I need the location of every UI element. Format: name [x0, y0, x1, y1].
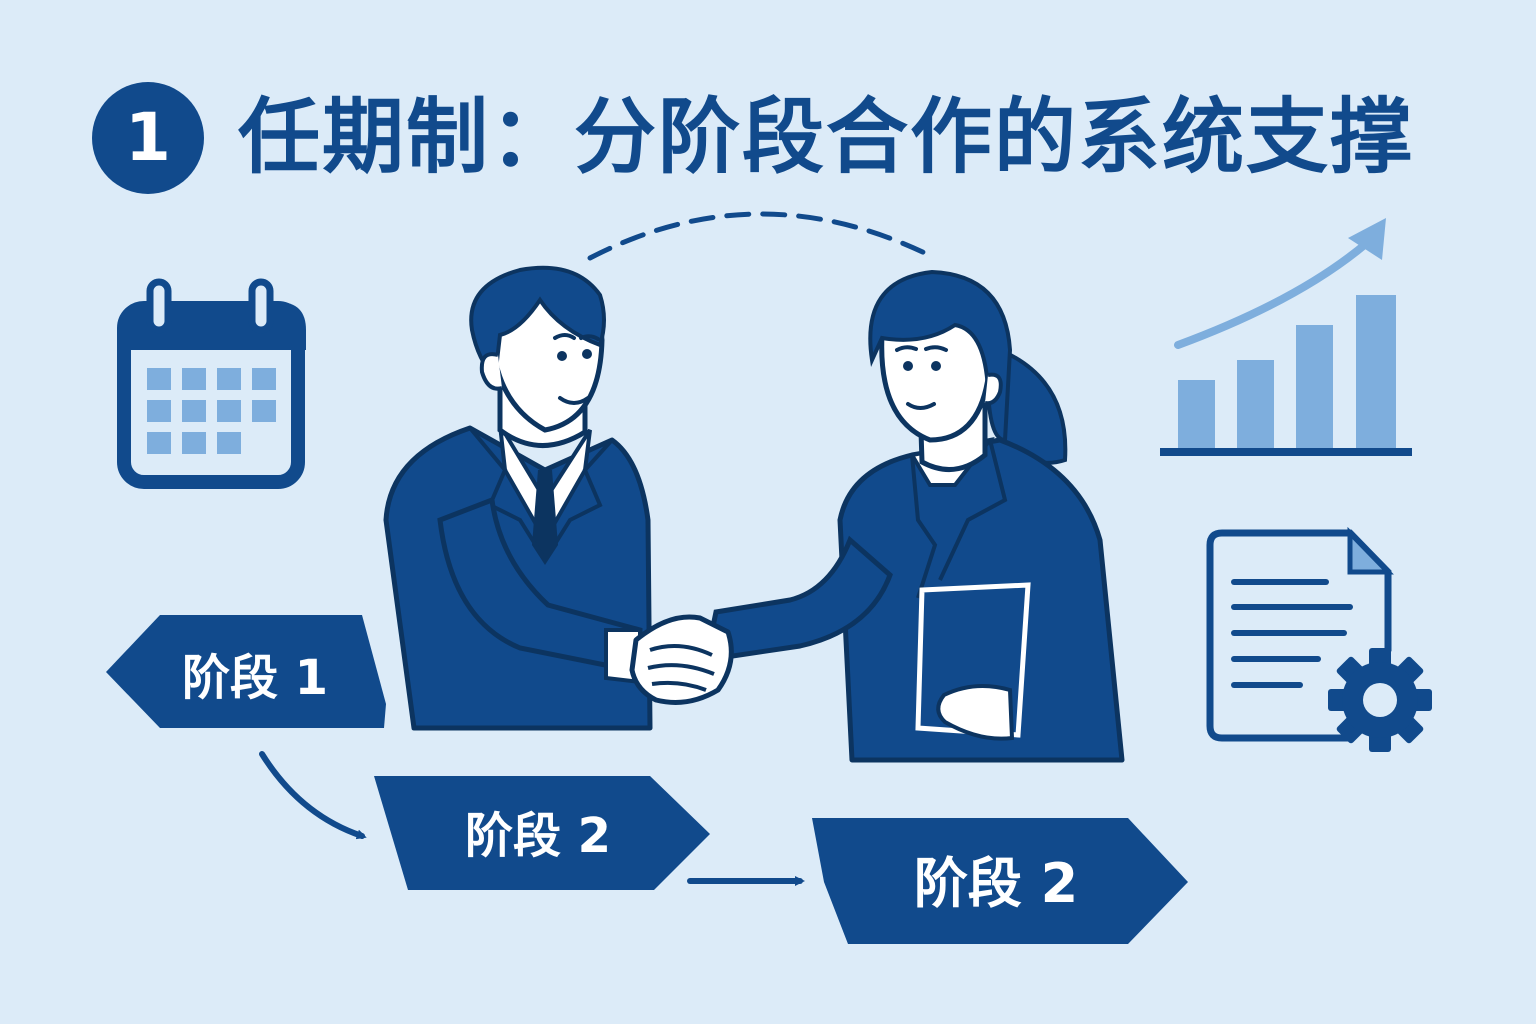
stage-banner-3: 阶段 2 [812, 818, 1188, 944]
stage-arrow-1-to-2 [259, 751, 367, 840]
stage-banner-2: 阶段 2 [374, 776, 710, 890]
page-title: 任期制：分阶段合作的系统支撑 [238, 90, 1415, 185]
title-row: 1 任期制：分阶段合作的系统支撑 [92, 82, 1414, 194]
businessman-figure [383, 265, 653, 731]
stage-label-3: 阶段 2 [914, 852, 1078, 915]
dashed-connection-arc [587, 211, 938, 261]
stage-label-1: 阶段 1 [182, 650, 328, 706]
stage-label-2: 阶段 2 [465, 808, 611, 864]
calendar-icon [117, 278, 306, 489]
stage-banner-1: 阶段 1 [106, 615, 386, 728]
businesswoman-figure [702, 269, 1125, 763]
step-number-badge: 1 [92, 82, 204, 194]
bar-chart-growth-icon [1160, 218, 1412, 456]
handshake [629, 614, 734, 705]
document-gear-icon [1206, 526, 1432, 752]
